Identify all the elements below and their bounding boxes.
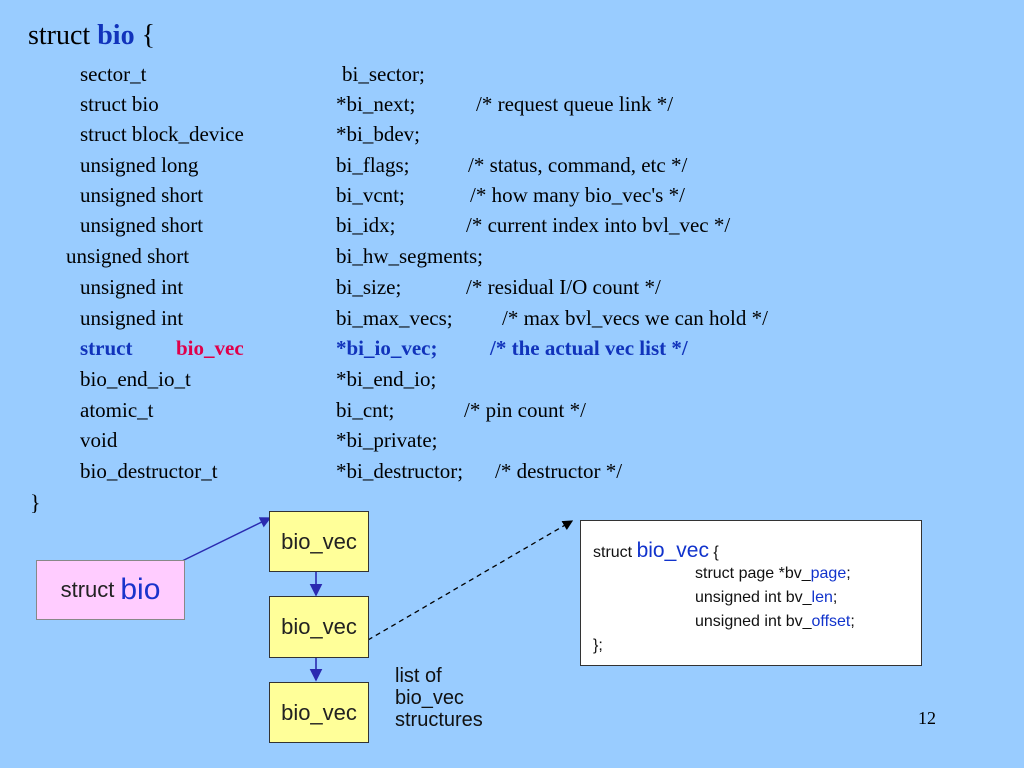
field-comment: /* status, command, etc */ [468, 153, 688, 177]
field-type: unsigned short [80, 213, 204, 237]
struct-bio-box-keyword: struct [60, 577, 115, 602]
bio-to-bio-vec-arrow [179, 517, 272, 563]
header-keyword: struct [28, 20, 91, 51]
definition-line-prefix: struct page *bv_ [695, 565, 811, 582]
bio-vec-box: bio_vec [269, 511, 369, 572]
field-name: bi_flags; [336, 153, 410, 177]
list-caption-line: bio_vec [395, 687, 464, 709]
bio-vec-box: bio_vec [269, 596, 369, 658]
field-type: void [80, 428, 118, 452]
list-caption-line: structures [395, 709, 483, 731]
field-name: bi_cnt; [336, 398, 395, 422]
field-type: struct block_device [80, 122, 244, 146]
definition-line-suffix: ; [850, 613, 855, 630]
header-struct-name: bio [97, 20, 135, 51]
field-name: *bi_destructor; [336, 459, 464, 483]
definition-line-page: struct page *bv_page; [695, 565, 851, 583]
definition-line-suffix: ; [846, 565, 851, 582]
field-name: *bi_end_io; [336, 367, 437, 391]
field-type-name: bio_vec [176, 336, 244, 360]
field-type: unsigned short [66, 244, 190, 268]
field-name: bi_size; [336, 275, 402, 299]
field-comment: /* pin count */ [464, 398, 586, 422]
field-comment: /* the actual vec list */ [490, 336, 688, 360]
definition-line-prefix: unsigned int bv_ [695, 589, 812, 606]
field-type: unsigned int [80, 306, 184, 330]
definition-line-len: unsigned int bv_len; [695, 589, 837, 607]
field-name: bi_vcnt; [336, 183, 405, 207]
definition-line-prefix: unsigned int bv_ [695, 613, 812, 630]
bio-vec-to-definition-arrow [367, 520, 574, 641]
field-name: *bi_private; [336, 428, 438, 452]
list-caption-line: list of [395, 665, 442, 687]
definition-open-brace: { [713, 544, 719, 561]
field-name: *bi_io_vec; [336, 336, 438, 360]
definition-line-offset: unsigned int bv_offset; [695, 613, 855, 631]
closing-brace: } [30, 490, 41, 515]
field-comment: /* how many bio_vec's */ [470, 183, 685, 207]
definition-line-suffix: ; [832, 589, 838, 606]
struct-bio-box-name: bio [120, 573, 161, 606]
field-type: bio_destructor_t [80, 459, 218, 483]
definition-keyword: struct [593, 544, 633, 561]
definition-header: struct bio_vec { [593, 539, 719, 563]
struct-bio-box: struct bio [36, 560, 185, 620]
field-comment: /* destructor */ [495, 459, 623, 483]
field-type: unsigned long [80, 153, 199, 177]
header-open-brace: { [141, 20, 156, 51]
struct-bio-header: struct bio { [28, 20, 155, 52]
field-type: atomic_t [80, 398, 154, 422]
field-type: struct bio [80, 92, 159, 116]
definition-closing: }; [593, 637, 603, 654]
definition-line-name: page [810, 565, 847, 582]
field-comment: /* max bvl_vecs we can hold */ [502, 306, 768, 330]
field-comment: /* request queue link */ [476, 92, 674, 116]
field-name: bi_sector; [342, 62, 425, 86]
field-name: *bi_bdev; [336, 122, 420, 146]
field-name: bi_max_vecs; [336, 306, 453, 330]
field-type-keyword: struct [80, 336, 133, 360]
definition-line-name: len [811, 589, 833, 606]
field-name: bi_idx; [336, 213, 396, 237]
bio-vec-definition-box: struct bio_vec { struct page *bv_page; u… [580, 520, 922, 666]
field-type: bio_end_io_t [80, 367, 191, 391]
field-type: unsigned int [80, 275, 184, 299]
field-type: sector_t [80, 62, 147, 86]
field-comment: /* residual I/O count */ [466, 275, 661, 299]
field-comment: /* current index into bvl_vec */ [466, 213, 731, 237]
field-name: bi_hw_segments; [336, 244, 483, 268]
definition-line-name: offset [811, 613, 851, 630]
definition-struct-name: bio_vec [636, 539, 709, 562]
list-caption: list of bio_vec structures [395, 665, 483, 731]
field-type: unsigned short [80, 183, 204, 207]
bio-vec-box: bio_vec [269, 682, 369, 743]
field-name: *bi_next; [336, 92, 416, 116]
page-number: 12 [918, 708, 936, 728]
